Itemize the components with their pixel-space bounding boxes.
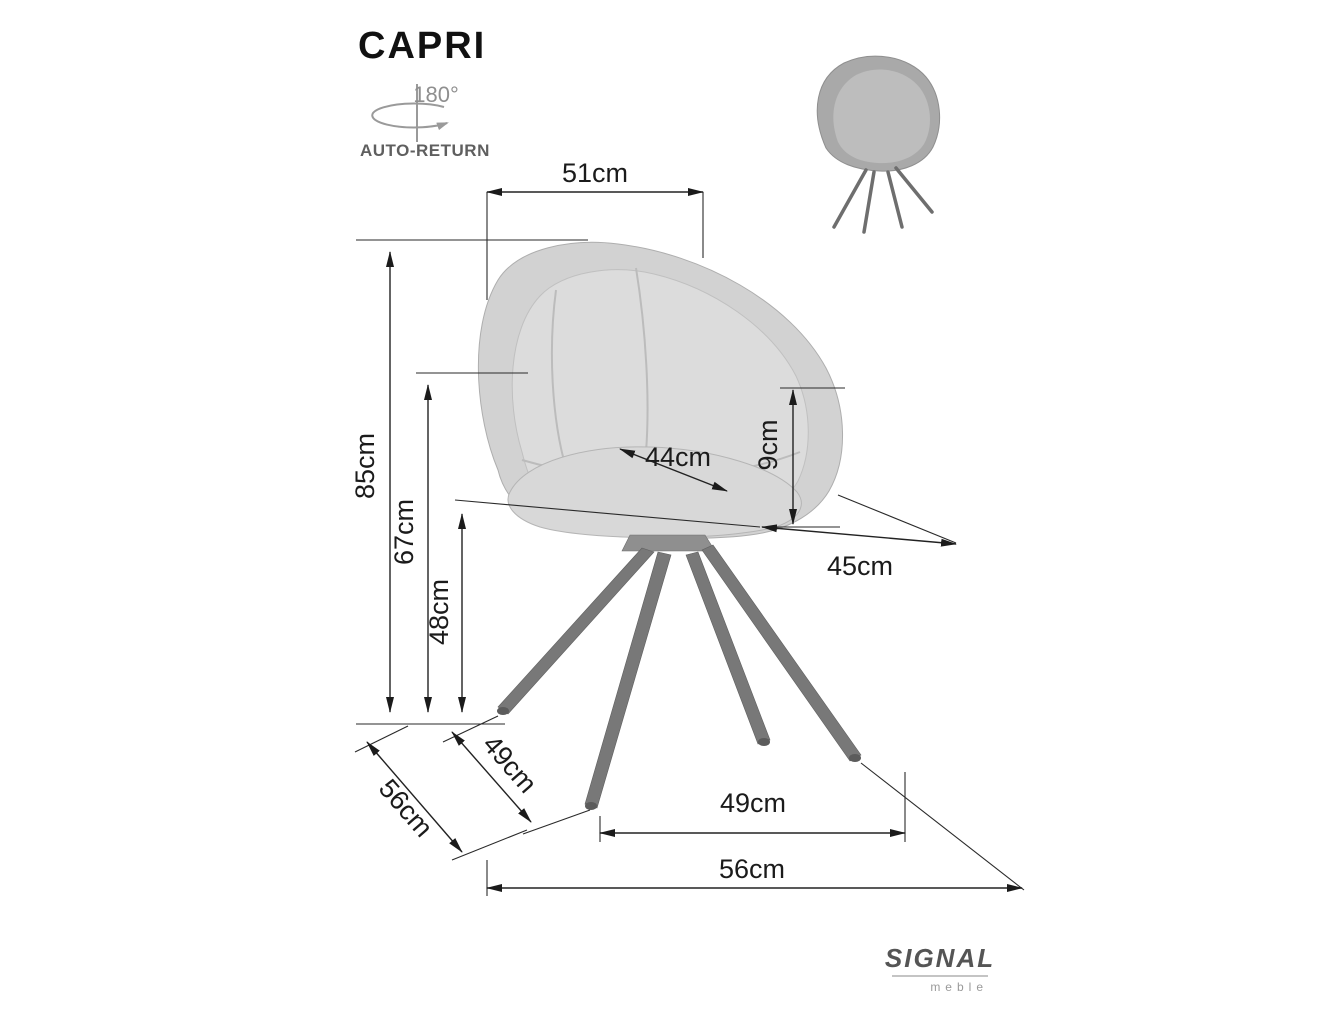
dim-arrow	[451, 731, 532, 823]
brand-subtitle: meble	[930, 980, 988, 994]
dim-ext-line	[522, 809, 591, 835]
dim-label-backrest-offset: 9cm	[753, 419, 783, 470]
dim-label-armrest-height: 67cm	[389, 499, 419, 565]
dim-label-front-leg-depth: 49cm	[477, 729, 543, 799]
chair-foot-back	[758, 738, 770, 746]
dim-total-height: 85cm	[350, 239, 588, 725]
dim-label-base-depth: 56cm	[373, 773, 439, 843]
chair-leg-front	[584, 551, 672, 809]
dim-ext-line	[451, 829, 528, 861]
dim-ext-line	[354, 725, 409, 753]
dim-label-top-width: 51cm	[562, 158, 628, 188]
rotation-arrow-icon	[371, 102, 449, 131]
thumbnail-leg-2	[862, 170, 876, 234]
dim-label-seat-width: 44cm	[645, 442, 711, 472]
backrest-seam-left	[550, 289, 567, 469]
chair-foot-right	[849, 754, 861, 762]
swivel-180-icon: 180°	[371, 82, 459, 142]
dim-arrow	[619, 448, 728, 492]
thumbnail-chair-cushion	[833, 69, 930, 164]
thumbnail-leg-3	[886, 170, 904, 229]
dim-base-width: 56cm	[486, 762, 1025, 896]
chair-foot-left	[497, 707, 509, 715]
dim-label-total-height: 85cm	[350, 433, 380, 499]
swivel-base-plate	[621, 534, 716, 552]
chair-leg-back	[685, 551, 771, 745]
dim-seat-width: 44cm	[619, 442, 728, 492]
dim-front-leg-depth: 49cm	[442, 715, 591, 835]
swivel-angle-label: 180°	[413, 82, 459, 107]
dim-arrow	[761, 524, 957, 547]
chair-drawing	[477, 241, 862, 810]
thumbnail-chair	[816, 55, 941, 234]
backrest-seam-center	[635, 267, 649, 453]
page-title: CAPRI	[358, 25, 486, 67]
dim-armrest-height: 67cm	[389, 372, 528, 713]
brand-name: SIGNAL	[885, 943, 995, 973]
chair-leg-right	[701, 544, 862, 762]
dim-front-leg-width: 49cm	[599, 772, 906, 842]
dim-ext-line	[860, 762, 1025, 891]
dim-seat-height: 48cm	[424, 513, 466, 713]
brand-logo: SIGNAL meble	[885, 943, 995, 994]
dim-seat-depth: 45cm	[454, 494, 957, 581]
dim-top-width: 51cm	[486, 158, 704, 300]
dim-arrow	[366, 741, 463, 853]
auto-return-label: AUTO-RETURN	[360, 141, 490, 160]
thumbnail-leg-1	[832, 168, 868, 229]
thumbnail-leg-4	[894, 166, 934, 214]
dim-label-seat-depth: 45cm	[827, 551, 893, 581]
dim-label-base-width: 56cm	[719, 854, 785, 884]
dim-ext-line	[454, 499, 761, 528]
chair-foot-front	[585, 802, 597, 810]
dim-label-seat-height: 48cm	[424, 579, 454, 645]
dim-label-front-leg-width: 49cm	[720, 788, 786, 818]
chair-leg-left	[497, 547, 655, 715]
chair-seat-cushion	[507, 446, 802, 539]
dim-backrest-offset: 9cm	[753, 387, 845, 528]
